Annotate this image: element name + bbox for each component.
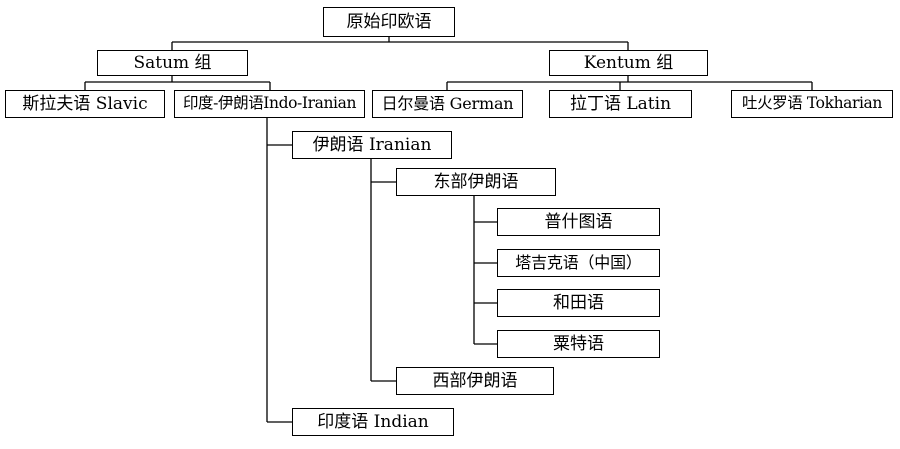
node-kentum-group: Kentum 组: [549, 50, 708, 76]
node-tokharian: 吐火罗语 Tokharian: [731, 90, 893, 118]
node-west-iranian: 西部伊朗语: [396, 367, 554, 395]
node-pashto: 普什图语: [497, 208, 660, 236]
node-indo-iranian: 印度-伊朗语Indo-Iranian: [174, 90, 365, 118]
node-slavic: 斯拉夫语 Slavic: [5, 90, 165, 118]
node-khotanese: 和田语: [497, 289, 660, 317]
node-proto-indo-european: 原始印欧语: [323, 7, 455, 37]
node-indian: 印度语 Indian: [292, 408, 454, 436]
node-satum-group: Satum 组: [97, 50, 248, 76]
node-east-iranian: 东部伊朗语: [396, 168, 556, 196]
node-latin: 拉丁语 Latin: [549, 90, 692, 118]
node-iranian: 伊朗语 Iranian: [292, 131, 452, 159]
node-german: 日尔曼语 German: [372, 90, 523, 118]
node-tajik: 塔吉克语（中国）: [497, 249, 660, 277]
node-sogdian: 粟特语: [497, 330, 660, 358]
